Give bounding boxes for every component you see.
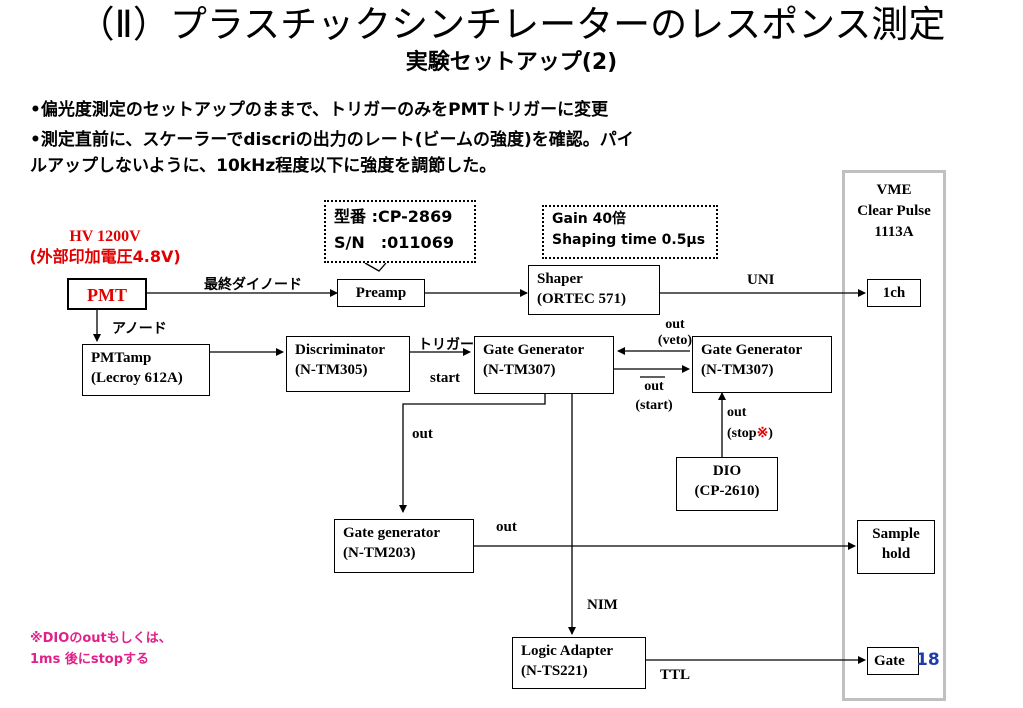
logic-adapter-name: Logic Adapter: [521, 643, 614, 659]
preamp-model-number: 型番 :CP-2869: [334, 207, 453, 226]
discriminator-box: Discriminator (N-TM305): [286, 336, 410, 392]
gate-box: Gate: [867, 647, 919, 675]
bullet-1: •偏光度測定のセットアップのままで、トリガーのみをPMTトリガーに変更: [30, 100, 609, 120]
dio-box: DIO (CP-2610): [676, 457, 778, 511]
logic-adapter-model: (N-TS221): [521, 663, 588, 679]
vme-crate-frame: [842, 170, 946, 701]
logic-adapter-box: Logic Adapter (N-TS221): [512, 637, 646, 689]
out-to-gate-generator-label: out: [412, 426, 433, 442]
pmtamp-box: PMTamp (Lecroy 612A): [82, 344, 210, 396]
shaper-info-callout: Gain 40倍 Shaping time 0.5μs: [542, 205, 718, 259]
gate-generator-3-model: (N-TM203): [343, 545, 416, 561]
gate-generator-3-box: Gate generator (N-TM203): [334, 519, 474, 573]
sample-hold-line2: hold: [881, 546, 911, 562]
sample-hold-line1: Sample: [872, 526, 920, 542]
nim-label: NIM: [587, 597, 618, 613]
wire-gg1-gg3: [399, 394, 546, 513]
shaper-shaping-time: Shaping time 0.5μs: [552, 232, 706, 248]
channel-1ch-label: 1ch: [882, 285, 906, 301]
hv-label: HV 1200V (外部印加電圧4.8V): [29, 228, 181, 266]
gate-generator-1-box: Gate Generator (N-TM307): [474, 336, 614, 394]
preamp-serial-number: S/N :011069: [334, 233, 454, 252]
slide-subtitle: 実験セットアップ(2): [405, 50, 618, 75]
preamp-label: Preamp: [355, 285, 407, 301]
slide-title: （Ⅱ）プラスチックシンチレーターのレスポンス測定: [77, 3, 946, 46]
callout-pointer: [364, 262, 387, 272]
dio-model: (CP-2610): [694, 483, 760, 499]
pmtamp-model: (Lecroy 612A): [91, 370, 183, 386]
shaper-box: Shaper (ORTEC 571): [528, 265, 660, 315]
stop-note-mark: ※: [756, 426, 769, 441]
out-start-label: out (start): [635, 379, 673, 413]
channel-1ch-box: 1ch: [867, 279, 921, 307]
sample-hold-box: Sample hold: [857, 520, 935, 574]
page-number: 18: [916, 650, 940, 670]
shaper-gain: Gain 40倍: [552, 211, 627, 227]
last-dynode-label: 最終ダイノード: [204, 277, 302, 293]
trigger-label: トリガー: [418, 337, 474, 353]
out-veto-label: out (veto): [657, 317, 693, 348]
footnote: ※DIOのoutもしくは、 1ms 後にstopする: [30, 631, 172, 667]
discriminator-model: (N-TM305): [295, 362, 368, 378]
vme-label: VME Clear Pulse 1113A: [857, 182, 931, 240]
uni-label: UNI: [747, 272, 775, 288]
bullet-3: ルアップしないように、10kHz程度以下に強度を調節した。: [30, 156, 497, 176]
out-to-sample-hold-label: out: [496, 519, 517, 535]
shaper-model: (ORTEC 571): [537, 291, 627, 307]
gate-generator-2-model: (N-TM307): [701, 362, 774, 378]
gate-generator-3-name: Gate generator: [343, 525, 441, 541]
gate-generator-2-box: Gate Generator (N-TM307): [692, 336, 832, 393]
preamp-info-callout: 型番 :CP-2869 S/N :011069: [324, 200, 476, 263]
gate-label: Gate: [874, 653, 905, 669]
pmtamp-name: PMTamp: [91, 350, 152, 366]
ttl-label: TTL: [660, 667, 691, 683]
pmt-box: PMT: [67, 278, 147, 310]
shaper-name: Shaper: [537, 271, 583, 287]
gate-generator-1-name: Gate Generator: [483, 342, 585, 358]
out-stop-label: out (stop※): [727, 405, 773, 441]
pmt-label: PMT: [87, 285, 127, 305]
discriminator-name: Discriminator: [295, 342, 385, 358]
start-label: start: [430, 370, 460, 386]
anode-label: アノード: [112, 321, 167, 337]
bullet-2: •測定直前に、スケーラーでdiscriの出力のレート(ビームの強度)を確認。パイ: [30, 130, 634, 150]
dio-name: DIO: [712, 463, 742, 479]
gate-generator-1-model: (N-TM307): [483, 362, 556, 378]
preamp-box: Preamp: [337, 279, 425, 307]
gate-generator-2-name: Gate Generator: [701, 342, 803, 358]
